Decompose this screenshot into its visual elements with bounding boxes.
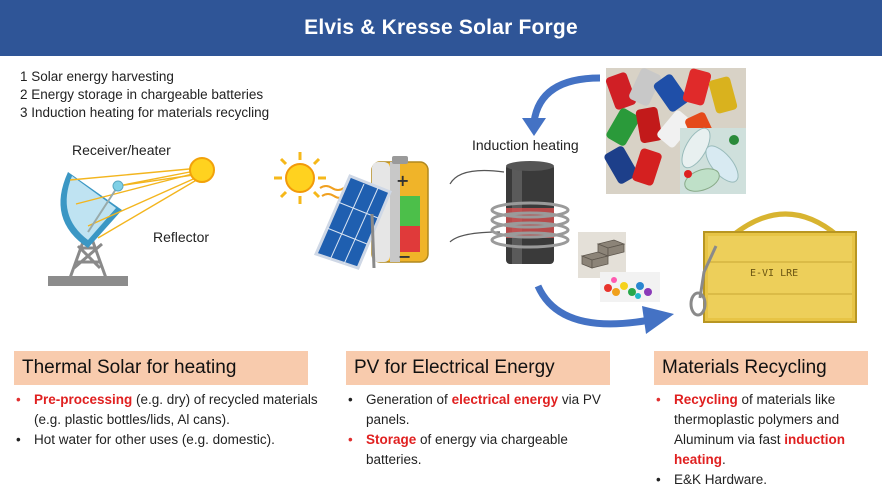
svg-text:+: + [396, 171, 409, 190]
metal-ingots [580, 239, 626, 269]
pv-bullet-2: Storage of energy via chargeable batteri… [346, 430, 621, 470]
thermal-bullet-2: Hot water for other uses (e.g. domestic)… [14, 430, 324, 450]
thermal-bullet-1: Pre-processing (e.g. dry) of recycled ma… [14, 390, 324, 430]
recycled-cans-image [604, 68, 746, 194]
bag-clip [689, 245, 718, 317]
arrow-to-induction [522, 74, 601, 136]
sun-rays [69, 167, 201, 239]
step-2: 2 Energy storage in chargeable batteries [20, 87, 264, 102]
induction-coil-illustration [449, 161, 570, 264]
sun-icon-pv [274, 152, 326, 204]
reflector-label: Reflector [153, 229, 210, 245]
solar-dish-illustration [48, 157, 215, 286]
panel-thermal-list: Pre-processing (e.g. dry) of recycled ma… [14, 390, 324, 450]
panel-thermal-title: Thermal Solar for heating [14, 351, 308, 385]
sun-icon [189, 157, 215, 183]
plastic-bottles [680, 127, 746, 194]
induction-label: Induction heating [472, 137, 579, 153]
receiver-arm [87, 185, 119, 233]
pv-battery-illustration: + − [274, 152, 429, 270]
pellet-dots [604, 277, 652, 299]
coil-windings [490, 201, 570, 249]
step-list: 1 Solar energy harvesting 2 Energy stora… [20, 68, 269, 122]
bag-text: E-VI LRE [750, 268, 798, 279]
panel-pv-title: PV for Electrical Energy [346, 351, 610, 385]
arrow-to-bag [534, 284, 674, 334]
receiver-head [112, 180, 124, 192]
dish-base [48, 276, 128, 286]
bag-face [708, 236, 852, 318]
pv-bullet-1: Generation of electrical energy via PV p… [346, 390, 621, 430]
page-title: Elvis & Kresse Solar Forge [304, 16, 578, 39]
firehose-bag-image: E-VI LRE [689, 211, 857, 323]
bag-seams [708, 261, 852, 295]
pv-panel [313, 174, 392, 270]
wire [449, 169, 505, 185]
panel-recycling-title: Materials Recycling [654, 351, 868, 385]
recycling-bullet-1: Recycling of materials like thermoplasti… [654, 390, 878, 470]
dish-reflector-highlight [66, 176, 116, 240]
battery: + − [371, 156, 429, 266]
panel-recycling-list: Recycling of materials like thermoplasti… [654, 390, 878, 490]
crucible-top [506, 161, 554, 171]
bag-strap [730, 211, 840, 238]
recycling-bullet-2: E&K Hardware. [654, 470, 878, 490]
svg-text:−: − [398, 247, 411, 266]
title-banner: Elvis & Kresse Solar Forge [0, 0, 882, 56]
ingots-pellets-image [578, 232, 660, 302]
panel-pv-list: Generation of electrical energy via PV p… [346, 390, 621, 470]
receiver-label: Receiver/heater [72, 142, 171, 158]
step-1: 1 Solar energy harvesting [20, 69, 174, 84]
step-3: 3 Induction heating for materials recycl… [20, 105, 270, 120]
